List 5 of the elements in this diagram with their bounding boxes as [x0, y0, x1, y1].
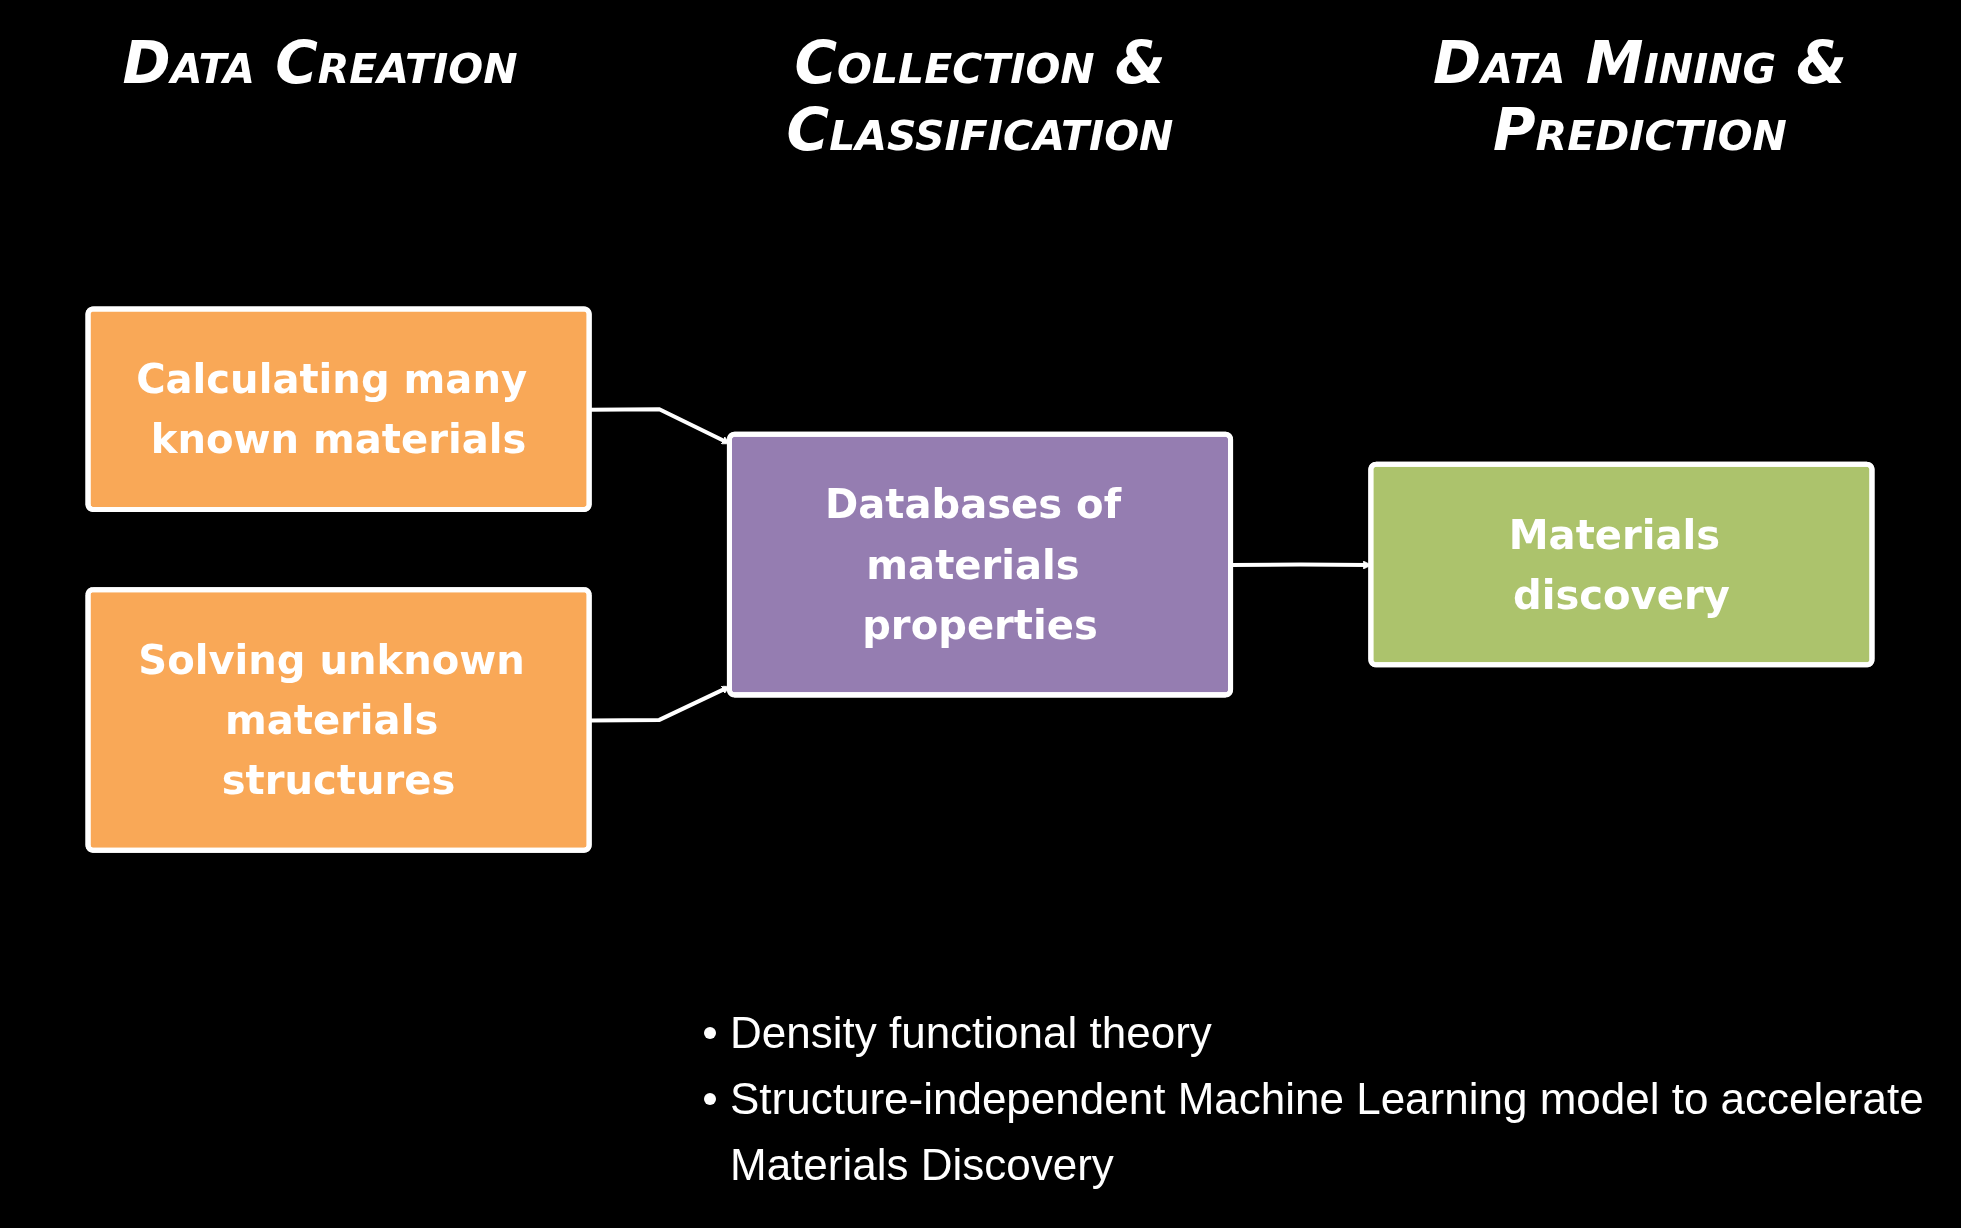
column-heading: Data Creation [121, 30, 519, 99]
column-heading: Collection & Classification [785, 30, 1175, 164]
bullet-note: Density functional theory [730, 1007, 1212, 1059]
bullet-note: Structure-independent Machine Learning model to accelerate Materials Discovery [730, 1073, 1925, 1191]
column-heading: Data Mining & Prediction [1432, 30, 1848, 164]
